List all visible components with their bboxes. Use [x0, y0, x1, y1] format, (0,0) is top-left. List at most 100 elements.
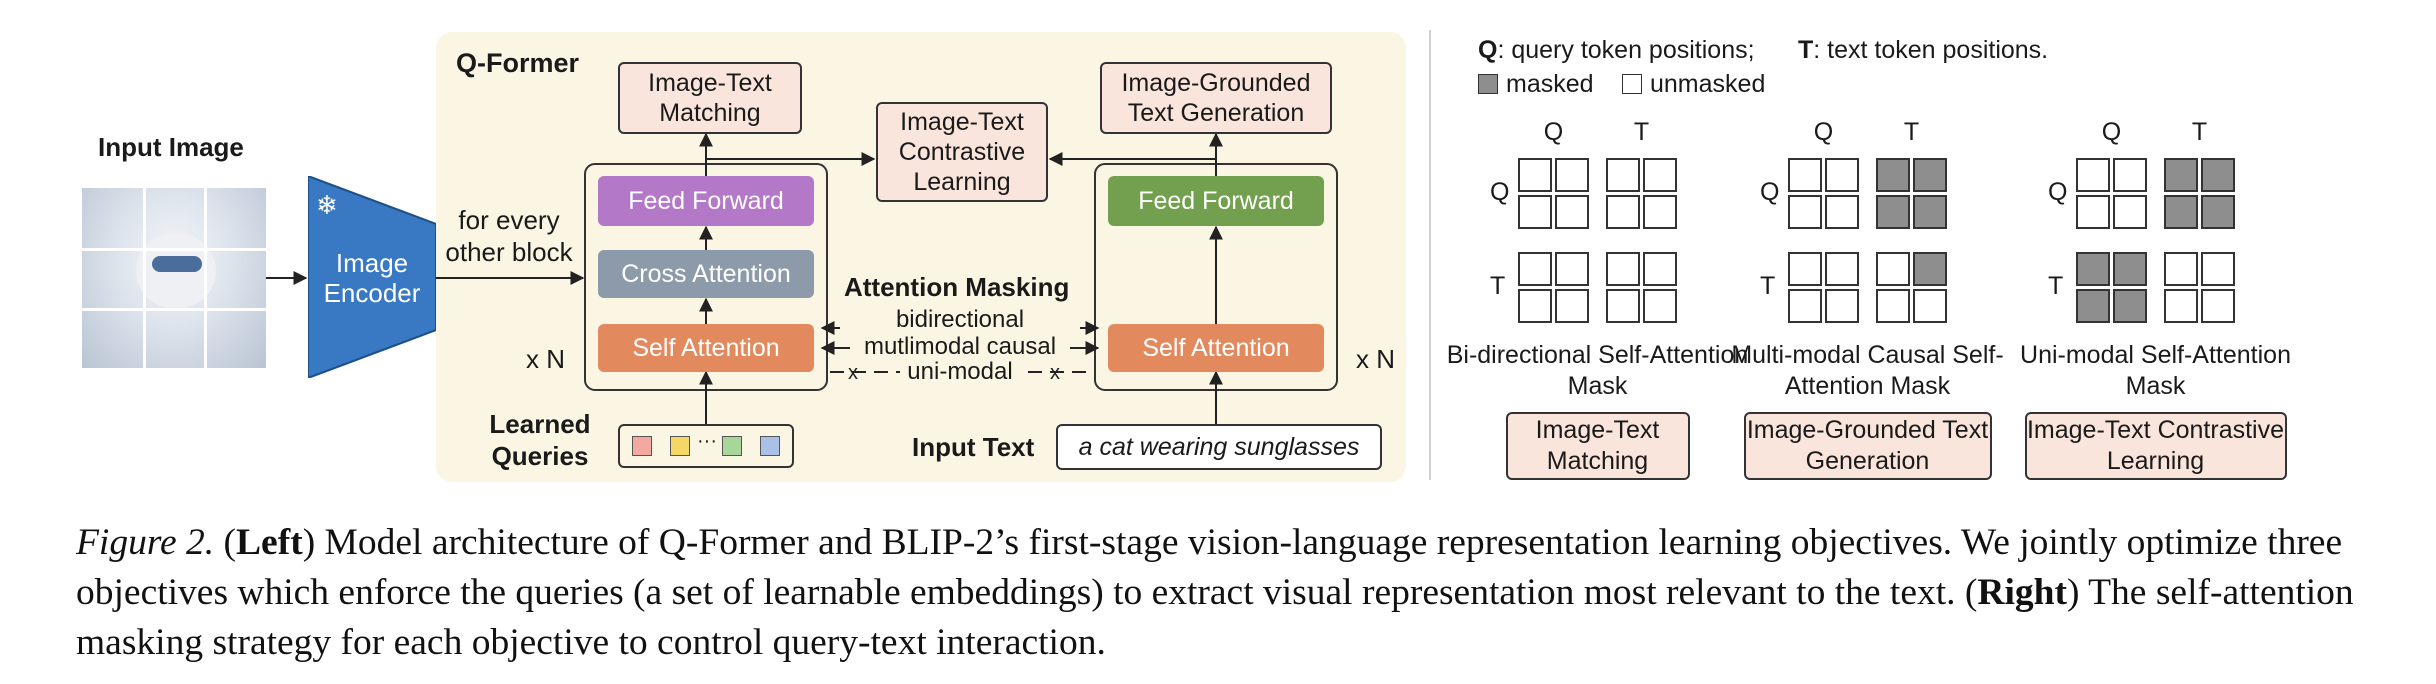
mask-cell-unmasked [1788, 195, 1822, 229]
self-attention-right: Self Attention [1108, 324, 1324, 372]
mask-cell-unmasked [1555, 195, 1589, 229]
mask-cell-masked [2164, 158, 2198, 192]
input-text-label: Input Text [912, 432, 1035, 462]
image-encoder [308, 176, 436, 378]
mask-cell-unmasked [1876, 289, 1910, 323]
xn-right: x N [1356, 344, 1395, 374]
query-token [722, 436, 742, 456]
mask-col-label-t: T [1903, 118, 1920, 146]
mask-cell-masked [1913, 252, 1947, 286]
itg-box: Image-Grounded Text Generation [1100, 62, 1332, 134]
mask-cell-unmasked [2164, 289, 2198, 323]
legend-unmasked-label: unmasked [1650, 70, 1766, 98]
mask-caption: Bi-directional Self-Attention Mask [1446, 341, 1749, 400]
legend-t-bold: T [1798, 36, 1814, 64]
mask-cell-unmasked [1825, 195, 1859, 229]
self-attention-left: Self Attention [598, 324, 814, 372]
query-token [670, 436, 690, 456]
caption-fig-label: Figure 2. [76, 522, 215, 563]
mask-cell-unmasked [2201, 252, 2235, 286]
legend-masked-label: masked [1506, 70, 1594, 98]
mask-cell-unmasked [1518, 252, 1552, 286]
grid-line [143, 188, 146, 368]
mask-cell-masked [2113, 252, 2147, 286]
mask-col-label-q: Q [1813, 118, 1834, 146]
legend-t: T: text token positions. [1798, 36, 2048, 65]
attention-masking-title: Attention Masking [844, 272, 1070, 302]
caption-part2: ) The self-attention masking strategy fo… [76, 572, 2354, 663]
mask-cell-unmasked [1788, 252, 1822, 286]
query-token [760, 436, 780, 456]
mask-col-label-t: T [1633, 118, 1650, 146]
mask-cell-masked [2164, 195, 2198, 229]
mask-cell-unmasked [1606, 158, 1640, 192]
mask-cell-unmasked [2164, 252, 2198, 286]
mask-cell-masked [1876, 158, 1910, 192]
mask-cell-masked [2201, 158, 2235, 192]
objective-box: Image-Text Matching [1505, 412, 1690, 480]
grid-line [204, 188, 207, 368]
feed-forward-left: Feed Forward [598, 176, 814, 226]
encoder-label: Image Encoder [323, 248, 421, 308]
mask-caption: Multi-modal Causal Self-Attention Mask [1731, 341, 2004, 400]
mask-cell-unmasked [1518, 158, 1552, 192]
mask-cell-unmasked [2076, 195, 2110, 229]
grid-line [82, 308, 266, 311]
mask-cell-unmasked [1643, 195, 1677, 229]
caption-right-bold: Right [1977, 572, 2067, 613]
mask-cell-unmasked [1825, 252, 1859, 286]
mask-cell-unmasked [1788, 289, 1822, 323]
mask-cell-unmasked [1876, 252, 1910, 286]
mask-cell-unmasked [1825, 158, 1859, 192]
itc-box: Image-Text Contrastive Learning [876, 102, 1048, 202]
xn-left: x N [526, 344, 565, 374]
mask-cell-unmasked [1643, 252, 1677, 286]
legend-q-text: : query token positions; [1497, 36, 1755, 64]
mask-cell-unmasked [1555, 252, 1589, 286]
mask-row-label-q: Q [1760, 178, 1780, 206]
unimodal-x-left: x [848, 362, 858, 384]
mask-cell-unmasked [1643, 289, 1677, 323]
legend-q: Q: query token positions; [1478, 36, 1755, 65]
mask-cell-unmasked [1606, 289, 1640, 323]
unimodal-x-right: x [1050, 362, 1060, 384]
bidirectional-label: bidirectional [840, 306, 1080, 334]
snowflake-icon: ❄ [316, 190, 338, 220]
objective-box: Image-Text Contrastive Learning [2024, 412, 2287, 480]
feed-forward-right: Feed Forward [1108, 176, 1324, 226]
mask-cell-masked [2076, 252, 2110, 286]
cross-attention: Cross Attention [598, 250, 814, 298]
mask-cell-unmasked [1606, 252, 1640, 286]
input-image [82, 188, 266, 368]
mask-cell-unmasked [1555, 158, 1589, 192]
objective-box: Image-Grounded Text Generation [1743, 412, 1992, 480]
itm-box: Image-Text Matching [618, 62, 802, 134]
mask-row-label-t: T [2048, 272, 2064, 300]
query-token [632, 436, 652, 456]
mask-row-label-q: Q [1490, 178, 1510, 206]
mask-col-label-t: T [2191, 118, 2208, 146]
caption-part1: ) Model architecture of Q-Former and BLI… [76, 522, 2343, 613]
mask-cell-masked [1913, 195, 1947, 229]
multimodal-causal-label: mutlimodal causal [850, 333, 1070, 361]
legend-masked-swatch [1478, 74, 1498, 94]
mask-cell-unmasked [1825, 289, 1859, 323]
mask-cell-unmasked [1643, 158, 1677, 192]
mask-cell-unmasked [2201, 289, 2235, 323]
mask-cell-masked [1876, 195, 1910, 229]
mask-cell-unmasked [1606, 195, 1640, 229]
input-text-box: a cat wearing sunglasses [1056, 424, 1382, 470]
mask-col-label-q: Q [1543, 118, 1564, 146]
qformer-title: Q-Former [456, 48, 580, 78]
mask-cell-unmasked [1913, 289, 1947, 323]
mask-row-label-q: Q [2048, 178, 2068, 206]
mask-cell-unmasked [1788, 158, 1822, 192]
caption-left-bold: Left [236, 522, 303, 563]
mask-cell-unmasked [1518, 195, 1552, 229]
mask-cell-unmasked [2113, 195, 2147, 229]
mask-row-label-t: T [1760, 272, 1776, 300]
mask-cell-masked [1913, 158, 1947, 192]
unimodal-label: uni-modal [900, 358, 1020, 386]
mask-cell-masked [2201, 195, 2235, 229]
mask-cell-unmasked [1518, 289, 1552, 323]
